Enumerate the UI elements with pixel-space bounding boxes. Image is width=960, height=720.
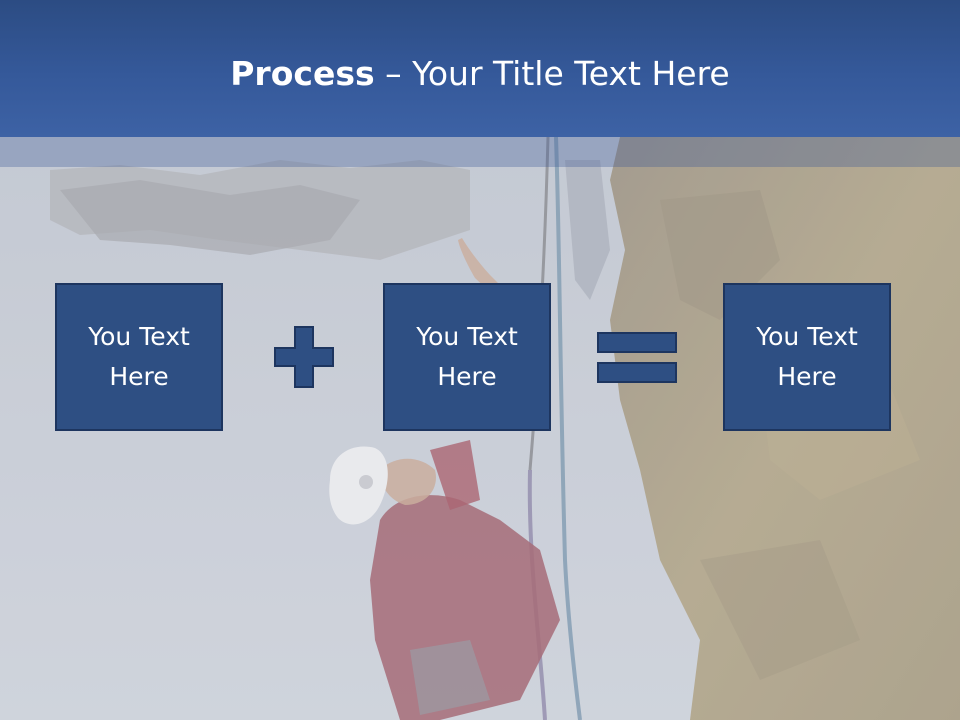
plus-icon — [274, 326, 334, 388]
text-box-1[interactable]: You Text Here — [55, 283, 223, 431]
text-box-1-label: You Text Here — [88, 322, 190, 391]
slide-title: Process – Your Title Text Here — [0, 52, 960, 96]
text-box-2-label: You Text Here — [416, 322, 518, 391]
text-box-3-label: You Text Here — [756, 322, 858, 391]
text-box-3[interactable]: You Text Here — [723, 283, 891, 431]
text-box-2[interactable]: You Text Here — [383, 283, 551, 431]
equals-icon — [597, 332, 677, 383]
title-bar-band — [0, 137, 960, 167]
slide-title-rest: – Your Title Text Here — [374, 54, 730, 93]
title-bar — [0, 0, 960, 137]
slide-title-bold: Process — [230, 54, 375, 93]
